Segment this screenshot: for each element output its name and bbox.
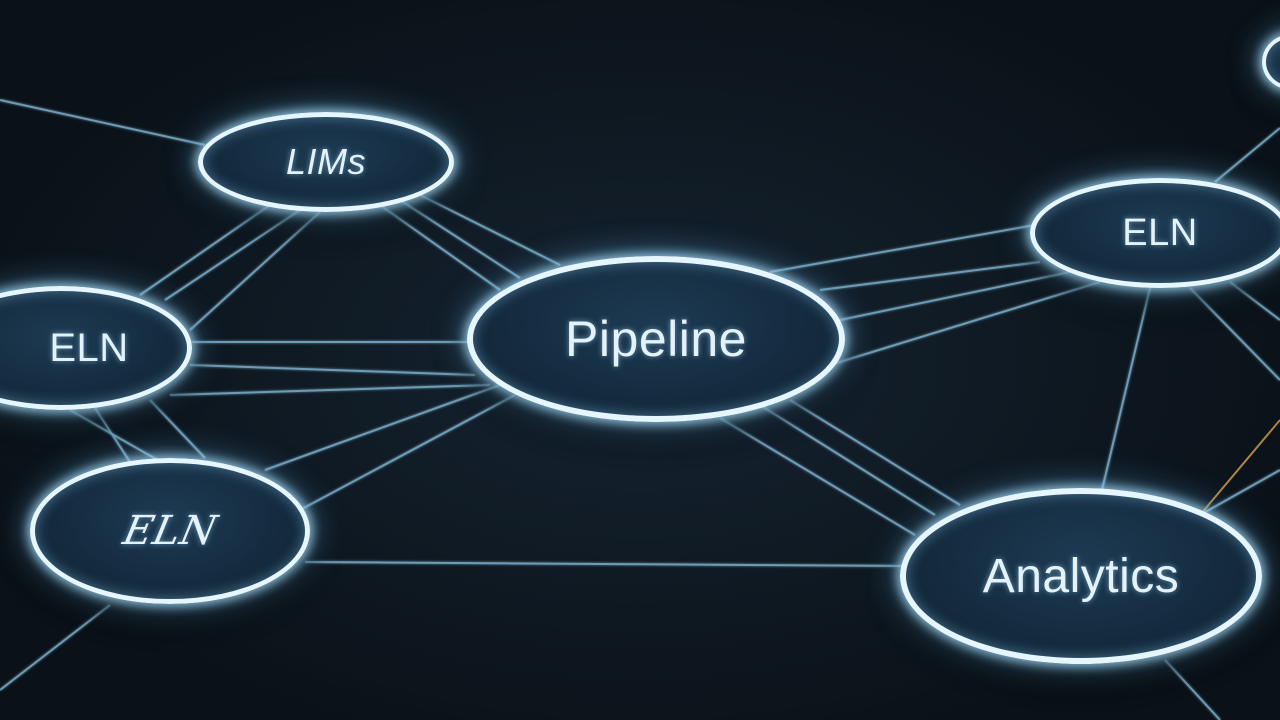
edge-eln-lower-pipeline-a [264, 384, 501, 471]
node-eln-left-label: ELN [49, 325, 129, 370]
edge-offscreen-lims [0, 99, 206, 146]
edge-eln-right-offscreen-b [1229, 281, 1280, 321]
edge-analytics-bottom [1164, 659, 1221, 720]
node-pipeline[interactable]: Pipeline [467, 256, 845, 422]
edge-eln-right-analytics [1101, 287, 1151, 491]
edge-lims-pipeline-c [379, 204, 501, 291]
node-eln-right[interactable]: ELN [1030, 178, 1280, 288]
edge-pipeline-eln-right-b [819, 261, 1041, 291]
edge-pipeline-analytics-a [759, 404, 936, 516]
edge-eln-lower-offscreen [0, 604, 111, 691]
edge-eln-right-offscreen-a [1189, 287, 1280, 381]
edge-pipeline-analytics-c [719, 417, 916, 536]
edge-eln-left-pipeline-b [189, 364, 476, 376]
edge-lims-pipeline-b [419, 194, 561, 266]
edge-pipeline-eln-right-c [839, 271, 1071, 321]
node-lims[interactable]: LIMs [198, 112, 454, 212]
edge-lims-eln-left-b [164, 209, 301, 301]
edge-eln-left-pipeline-c [169, 384, 491, 396]
edge-pipeline-eln-right-a [769, 224, 1036, 273]
edge-pipeline-analytics-b [789, 399, 961, 506]
node-pipeline-label: Pipeline [565, 311, 747, 367]
edge-eln-right-corner [1214, 127, 1280, 183]
node-eln-lower-label: ELN [118, 508, 222, 554]
edge-lims-pipeline-a [399, 199, 521, 279]
node-lims-label: LIMs [285, 141, 366, 182]
edge-lims-eln-left-a [139, 204, 271, 296]
edge-eln-lower-pipeline-b [299, 394, 516, 511]
edge-eln-lower-analytics [304, 561, 906, 567]
node-eln-lower[interactable]: ELN [30, 458, 310, 604]
node-eln-left[interactable]: ELN [0, 286, 192, 410]
edge-eln-left-eln-lower-b [149, 399, 206, 459]
node-analytics-label: Analytics [982, 549, 1180, 603]
node-analytics[interactable]: Analytics [900, 488, 1262, 664]
edge-analytics-offscreen [1199, 469, 1280, 516]
edge-pipeline-eln-right-d [829, 281, 1101, 366]
edge-accent-orange [1199, 419, 1280, 516]
node-eln-right-label: ELN [1122, 211, 1198, 254]
edge-lims-eln-left-c [189, 211, 321, 331]
